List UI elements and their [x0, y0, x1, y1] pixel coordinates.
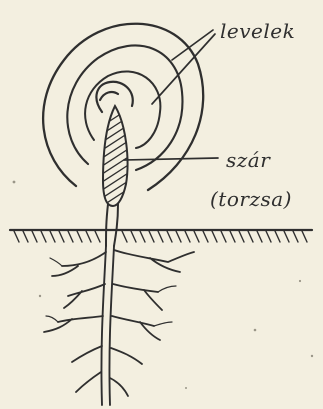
- soil-hatch-mark: [176, 231, 181, 242]
- soil-hatch-mark: [194, 231, 199, 242]
- soil-hatch-mark: [284, 231, 289, 242]
- main-stalk: [106, 204, 118, 246]
- inner-leaf-hook: [100, 92, 118, 100]
- soil-hatch-mark: [221, 231, 226, 242]
- leader-leaves-outer: [172, 30, 213, 60]
- soil-hatch-mark: [14, 231, 19, 242]
- paper-speckles: [13, 181, 314, 389]
- soil-hatch-mark: [86, 231, 91, 242]
- label-stem-alt: (torzsa): [210, 187, 292, 211]
- soil-hatch-mark: [293, 231, 298, 242]
- soil-hatch-mark: [158, 231, 163, 242]
- leader-leaves-inner: [152, 34, 215, 104]
- soil-hatch-mark: [239, 231, 244, 242]
- soil-hatch-mark: [140, 231, 145, 242]
- soil-hatch-mark: [302, 231, 307, 242]
- soil-hatch-mark: [149, 231, 154, 242]
- soil-hatch-mark: [230, 231, 235, 242]
- root-system: [44, 246, 194, 405]
- soil-hatch-mark: [32, 231, 37, 242]
- soil-hatch-mark: [59, 231, 64, 242]
- soil-hatch-mark: [77, 231, 82, 242]
- soil-surface: [10, 230, 312, 242]
- taproot-right: [109, 246, 114, 405]
- soil-hatch-mark: [50, 231, 55, 242]
- soil-hatch-mark: [203, 231, 208, 242]
- soil-hatch-mark: [248, 231, 253, 242]
- soil-hatch-mark: [212, 231, 217, 242]
- soil-hatch-mark: [275, 231, 280, 242]
- soil-hatch-mark: [23, 231, 28, 242]
- soil-hatch-mark: [41, 231, 46, 242]
- soil-hatch-mark: [68, 231, 73, 242]
- soil-hatch-mark: [185, 231, 190, 242]
- stem-bud: [96, 104, 136, 226]
- soil-hatch-mark: [266, 231, 271, 242]
- taproot-left: [101, 246, 106, 405]
- soil-hatch-mark: [131, 231, 136, 242]
- leader-stem: [124, 158, 218, 160]
- soil-hatch-mark: [167, 231, 172, 242]
- label-stem: szár: [226, 148, 271, 172]
- soil-hatch-mark: [122, 231, 127, 242]
- label-leaves: levelek: [220, 19, 295, 43]
- soil-hatch-mark: [257, 231, 262, 242]
- soil-hatch-mark: [95, 231, 100, 242]
